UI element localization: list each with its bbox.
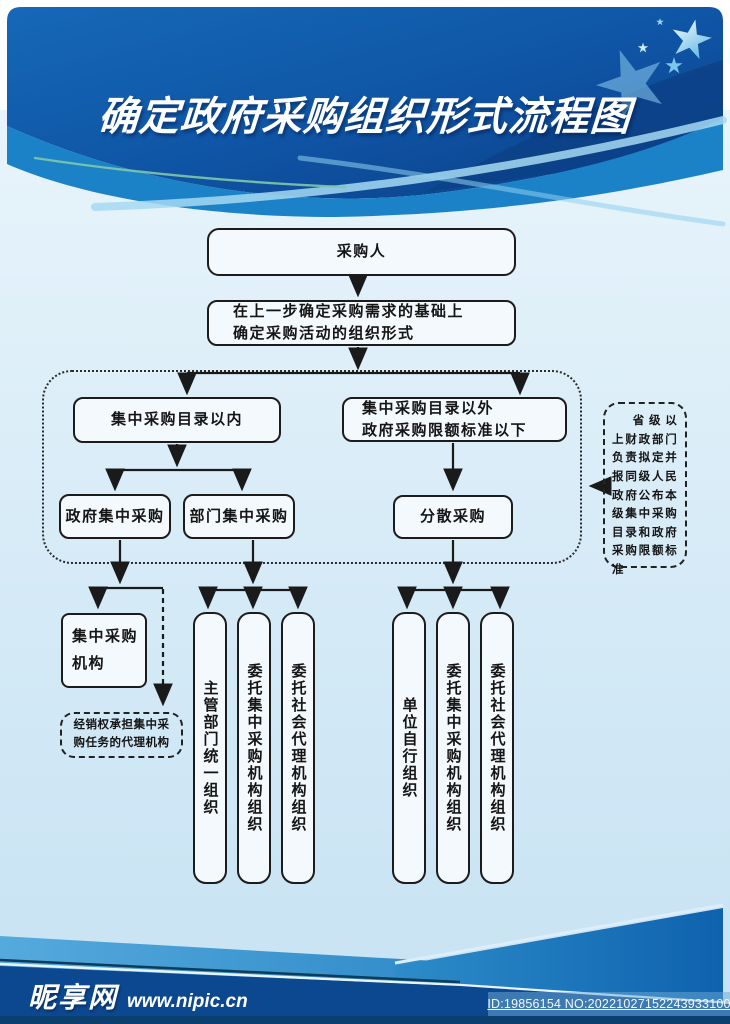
box-outside-line1: 集中采购目录以外 (362, 399, 495, 417)
box-dept-child-2-label: 委托集中采购机构组织 (245, 663, 263, 833)
box-distributor-agency: 经销权承担集中采 购任务的代理机构 (60, 712, 183, 758)
box-decen-child-1-label: 单位自行组织 (400, 697, 418, 799)
side-note: 省级以上财政部门负责拟定并报同级人民政府公布本级集中采购目录和政府采购限额标准 (603, 402, 687, 576)
box-agency-line1: 集中采购 (72, 628, 139, 646)
box-within-catalog: 集中采购目录以内 (73, 397, 281, 443)
box-agency-line2: 机构 (72, 654, 106, 672)
box-decentralized-label: 分散采购 (419, 508, 486, 526)
box-purchaser: 采购人 (207, 228, 516, 276)
image-id-plate: ID:19856154 NO:20221027152243933100 (487, 992, 730, 1016)
site-name: 昵享网 (28, 982, 119, 1013)
box-gov-centralized-label: 政府集中采购 (65, 507, 165, 525)
box-decen-child-3-label: 委托社会代理机构组织 (488, 663, 506, 833)
box-distributor-line2: 购任务的代理机构 (73, 737, 170, 749)
box-decen-child-3: 委托社会代理机构组织 (480, 612, 514, 884)
box-decen-child-1: 单位自行组织 (392, 612, 426, 884)
box-purchaser-label: 采购人 (336, 243, 387, 261)
box-determine-organization: 在上一步确定采购需求的基础上 确定采购活动的组织形式 (207, 300, 516, 346)
box-determine-line2: 确定采购活动的组织形式 (233, 325, 415, 342)
box-within-catalog-label: 集中采购目录以内 (110, 411, 243, 429)
box-dept-centralized-label: 部门集中采购 (189, 507, 289, 525)
box-distributor-line1: 经销权承担集中采 (73, 719, 170, 732)
site-watermark: 昵享网 www.nipic.cn (28, 976, 248, 1016)
site-url: www.nipic.cn (127, 991, 248, 1012)
box-gov-centralized: 政府集中采购 (59, 494, 171, 539)
box-dept-child-3: 委托社会代理机构组织 (281, 612, 315, 884)
box-central-purchasing-agency: 集中采购 机构 (61, 613, 147, 688)
box-decen-child-2: 委托集中采购机构组织 (436, 612, 470, 884)
box-decentralized: 分散采购 (393, 495, 513, 539)
box-dept-child-1: 主管部门统一组织 (193, 612, 227, 884)
box-determine-line1: 在上一步确定采购需求的基础上 (233, 303, 465, 321)
image-id-text: ID:19856154 NO:20221027152243933100 (487, 997, 730, 1011)
box-outside-catalog: 集中采购目录以外 政府采购限额标准以下 (342, 397, 567, 442)
box-dept-child-2: 委托集中采购机构组织 (237, 612, 271, 884)
box-decen-child-2-label: 委托集中采购机构组织 (444, 663, 462, 833)
box-dept-centralized: 部门集中采购 (183, 494, 295, 539)
page-title: 确定政府采购组织形式流程图 (96, 95, 633, 139)
box-dept-child-1-label: 主管部门统一组织 (201, 680, 219, 816)
box-dept-child-3-label: 委托社会代理机构组织 (289, 663, 307, 833)
box-outside-line2: 政府采购限额标准以下 (362, 421, 528, 439)
